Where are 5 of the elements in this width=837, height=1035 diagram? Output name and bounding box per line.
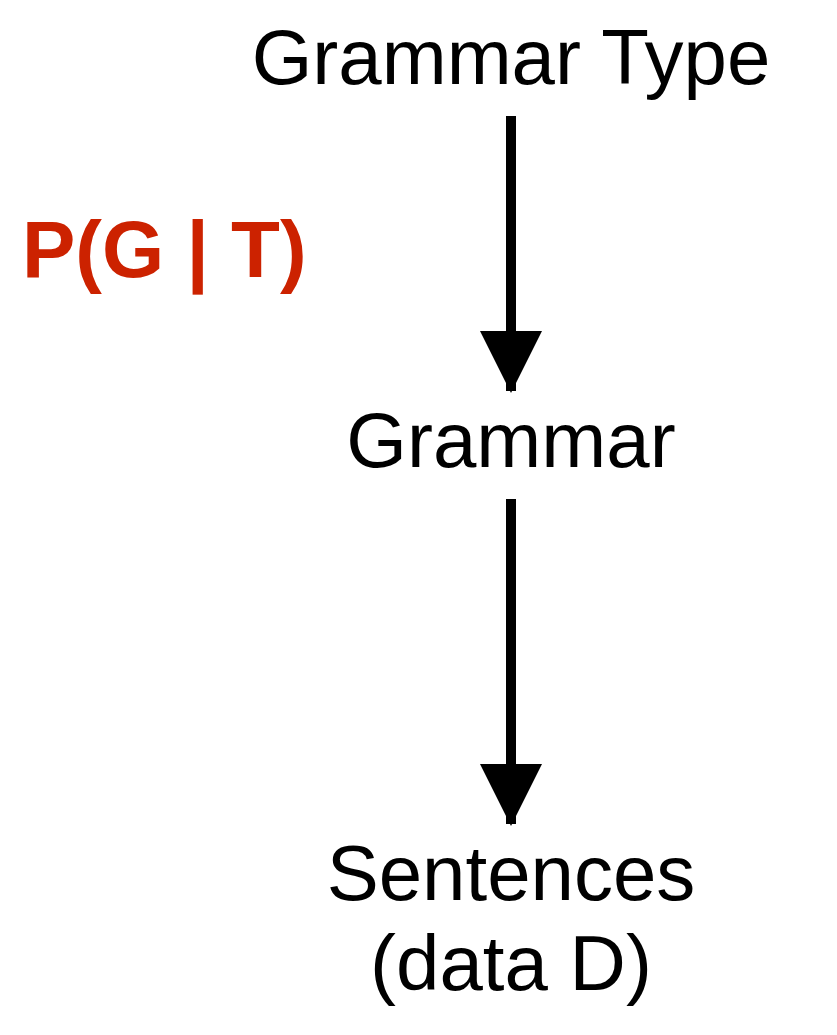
node-text: Sentences (data D) xyxy=(325,828,697,1008)
arrow xyxy=(480,116,542,393)
node-text: Grammar Type xyxy=(251,12,771,102)
arrow xyxy=(480,499,542,826)
node-text: Grammar xyxy=(346,395,676,485)
